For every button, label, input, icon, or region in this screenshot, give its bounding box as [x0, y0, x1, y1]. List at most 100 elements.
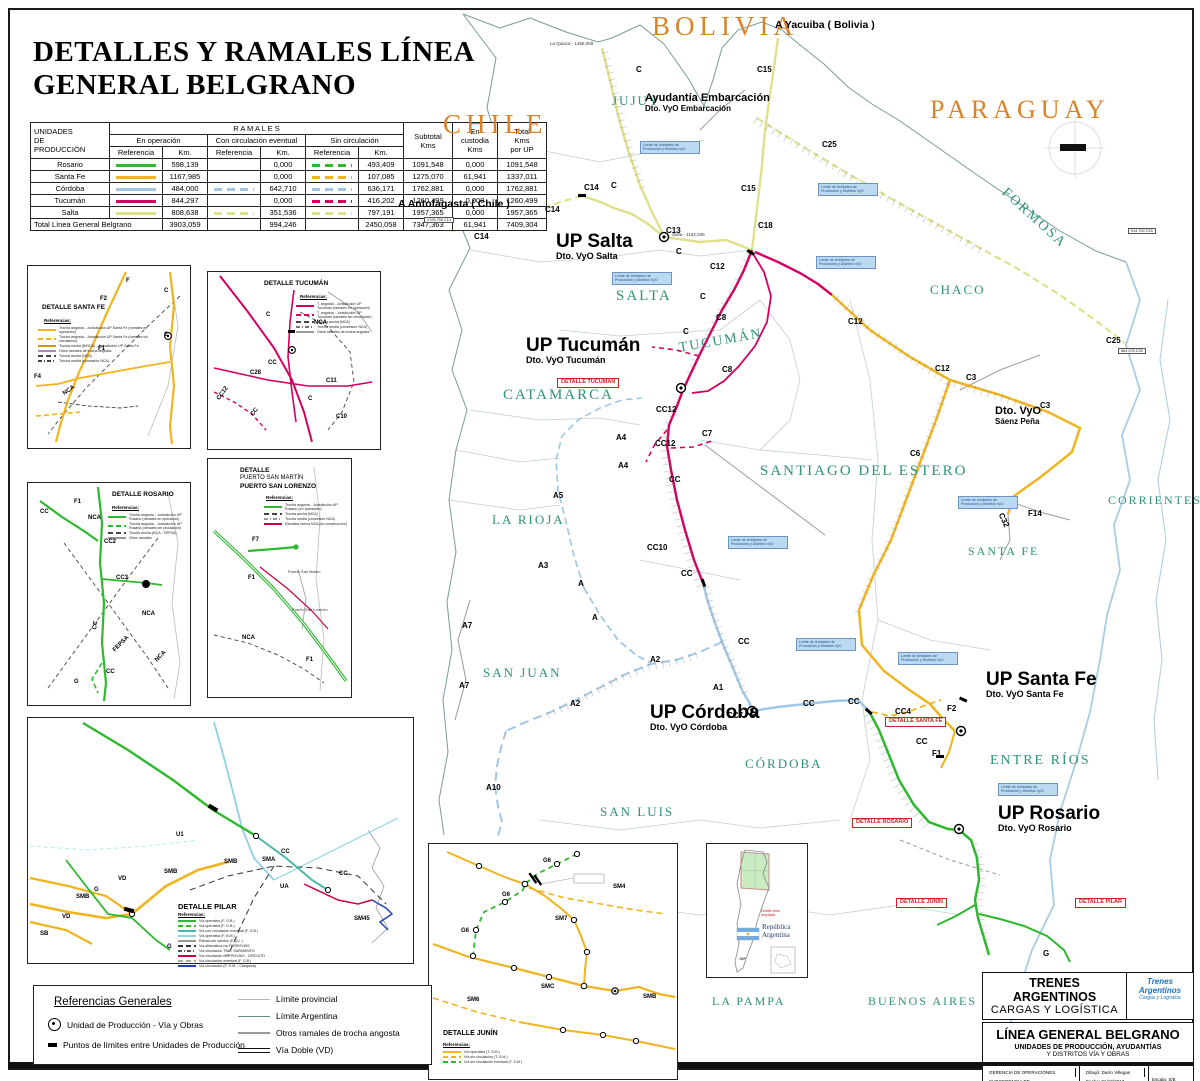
country-label: PARAGUAY — [930, 95, 1110, 124]
up-unit-subtitle: Dto. VyO Rosario — [998, 822, 1072, 833]
inset-branch-label: F1 — [248, 575, 256, 581]
up-symbols — [658, 231, 967, 835]
detail-reference-label: DETALLE TUCUMAN — [557, 378, 620, 388]
inset-branch-label: CC3 — [116, 575, 129, 581]
legend-item: Vía Doble (VD) — [238, 1045, 333, 1055]
inset-detalle-pilar: DETALLE PILAR Referencias: Vía operativa… — [27, 717, 414, 968]
detail-reference-label: DETALLE PILAR — [1075, 898, 1126, 908]
date: Fecha: 01/10/2013 — [1083, 1077, 1145, 1081]
branch-label: C — [683, 327, 689, 336]
inset-branch-label: SMA — [262, 857, 276, 863]
inset-title-line2: PUERTO SAN MARTÍN — [240, 475, 304, 481]
inset-branch-label: NCA — [242, 635, 255, 641]
branch-label: A3 — [538, 561, 549, 570]
limit-point-icon — [48, 1043, 57, 1047]
inset-legend-item: Ramal con cambio (F. Q.L.) — [178, 939, 328, 943]
branch-label: C15 — [741, 184, 756, 193]
inset-legend-text: Trocha angosta - Jurisdicción UP Rosario… — [129, 522, 182, 530]
inset-legend-item: Vía operativa (T. S.M.) — [443, 1050, 573, 1054]
limit-note-box: Límite de Unidades de Producción y Distr… — [612, 272, 672, 285]
branch-label: C8 — [722, 365, 733, 374]
inset-legend-swatch — [38, 338, 56, 340]
inset-branch-label: CC — [339, 871, 348, 877]
legend-item: Otros ramales de trocha angosta — [238, 1028, 400, 1038]
inset-branch-label: SMC — [541, 984, 555, 990]
inset-legend-text: Ramales nueva NCA (en construcción) — [285, 522, 347, 526]
inset-legend-text: Vía circulación TBA - SARMIENTO — [199, 949, 255, 953]
legend-item-text: Límite provincial — [276, 994, 338, 1004]
branch-label: A — [578, 579, 584, 588]
up-name: Córdoba — [30, 182, 110, 195]
legend-line-sample — [238, 1015, 270, 1017]
inset-legend-item: Vía con circulación eventual (F. G.B.) — [178, 929, 328, 933]
limit-note-box: Límite de Unidades de Producción y Distr… — [998, 783, 1058, 796]
col-eventual: Con circulación eventual — [207, 134, 306, 147]
locator-jbp: JBP — [739, 957, 746, 961]
logo-line2: Cargas y Logística — [1139, 995, 1181, 1001]
inset-legend-swatch — [264, 518, 282, 520]
up-name: Rosario — [30, 158, 110, 171]
inset-place-label: Puerto San Martín — [288, 569, 321, 574]
inset-legend-text: Vía circulación METROVÍAS - CIRCUITO — [199, 954, 266, 958]
line-swatch — [312, 199, 352, 203]
inset-title: DETALLE SANTA FE — [42, 304, 106, 311]
col-custodia: En custodia Kms — [452, 122, 498, 159]
province-label: LA PAMPA — [712, 994, 786, 1008]
aux-unit-title: Dto. VyO — [995, 405, 1042, 417]
branch-label: C25 — [822, 140, 837, 149]
inset-legend-text: Trocha angosta - Jurisdicción UP Santa F… — [59, 326, 148, 334]
up-symbol-icon — [48, 1018, 61, 1031]
inset-legend-swatch — [443, 1056, 461, 1058]
inset-branch-label: SMB — [164, 869, 178, 875]
inset-branch-label: U1 — [176, 832, 184, 838]
inset-legend-text: Vía operativa (F. G.B.) — [199, 924, 235, 928]
inset-legend-text: Trocha ancha (NCA) — [59, 354, 92, 358]
inset-branch-label: F — [126, 278, 130, 284]
inset-branch-label: CC2 — [104, 539, 117, 545]
inset-branch-label: G — [74, 679, 79, 685]
station-ticks — [546, 51, 1050, 944]
inset-legend-swatch — [178, 940, 196, 942]
inset-branch-label: SMB — [643, 994, 657, 1000]
line-swatch — [214, 187, 254, 191]
inset-legend-item: Trocha angosta - Jurisdicción UP Rosario… — [264, 503, 348, 511]
inset-legend-item: Otros ramales de trocha angosta — [296, 330, 376, 334]
legend-item: Puntos de límites entre Unidades de Prod… — [48, 1040, 245, 1050]
inset-legend-swatch — [264, 506, 282, 508]
branch-label: C13 — [666, 226, 681, 235]
branch-label: C18 — [758, 221, 773, 230]
inset-tucuman-art — [213, 275, 373, 443]
inset-legend-text: Trocha media (concesión NCA) — [317, 325, 367, 329]
inset-legend-text: Trocha ancha (NCA) — [317, 320, 350, 324]
inset-legend-text: Otros ramales de trocha angosta — [317, 330, 370, 334]
legend-line-sample — [238, 1032, 270, 1034]
inset-legend-swatch — [443, 1051, 461, 1053]
argentina-outline-art — [734, 849, 796, 974]
inset-branch-label: VD — [62, 914, 71, 920]
up-unit-title: UP Salta — [556, 231, 633, 252]
inset-legend-item: Trocha ancha (NCA) — [38, 354, 148, 358]
branch-label: CC4 — [895, 707, 912, 716]
inset-branch-label: F4 — [34, 374, 42, 380]
legend-item-text: Vía Doble (VD) — [276, 1045, 334, 1055]
inset-branch-label: C — [164, 288, 169, 294]
up-unit-title: UP Rosario — [998, 803, 1101, 824]
province-label: SALTA — [616, 288, 672, 304]
inset-title: DETALLE JUNÍN — [443, 1030, 498, 1037]
direction-label: A Yacuiba ( Bolivia ) — [775, 19, 875, 31]
inset-santafe-art — [35, 271, 181, 445]
branch-label: A2 — [570, 699, 581, 708]
inset-legend-swatch — [296, 326, 314, 328]
branch-label: A10 — [486, 783, 501, 792]
inset-legend-text: Trocha angosta - Jurisdicción UP Santa F… — [59, 335, 148, 343]
branch-label: A1 — [713, 683, 724, 692]
legend-item-text: Puntos de límites entre Unidades de Prod… — [63, 1040, 245, 1050]
scale: Escala: S/E — [1152, 1077, 1176, 1081]
inset-legend-swatch — [38, 329, 56, 331]
